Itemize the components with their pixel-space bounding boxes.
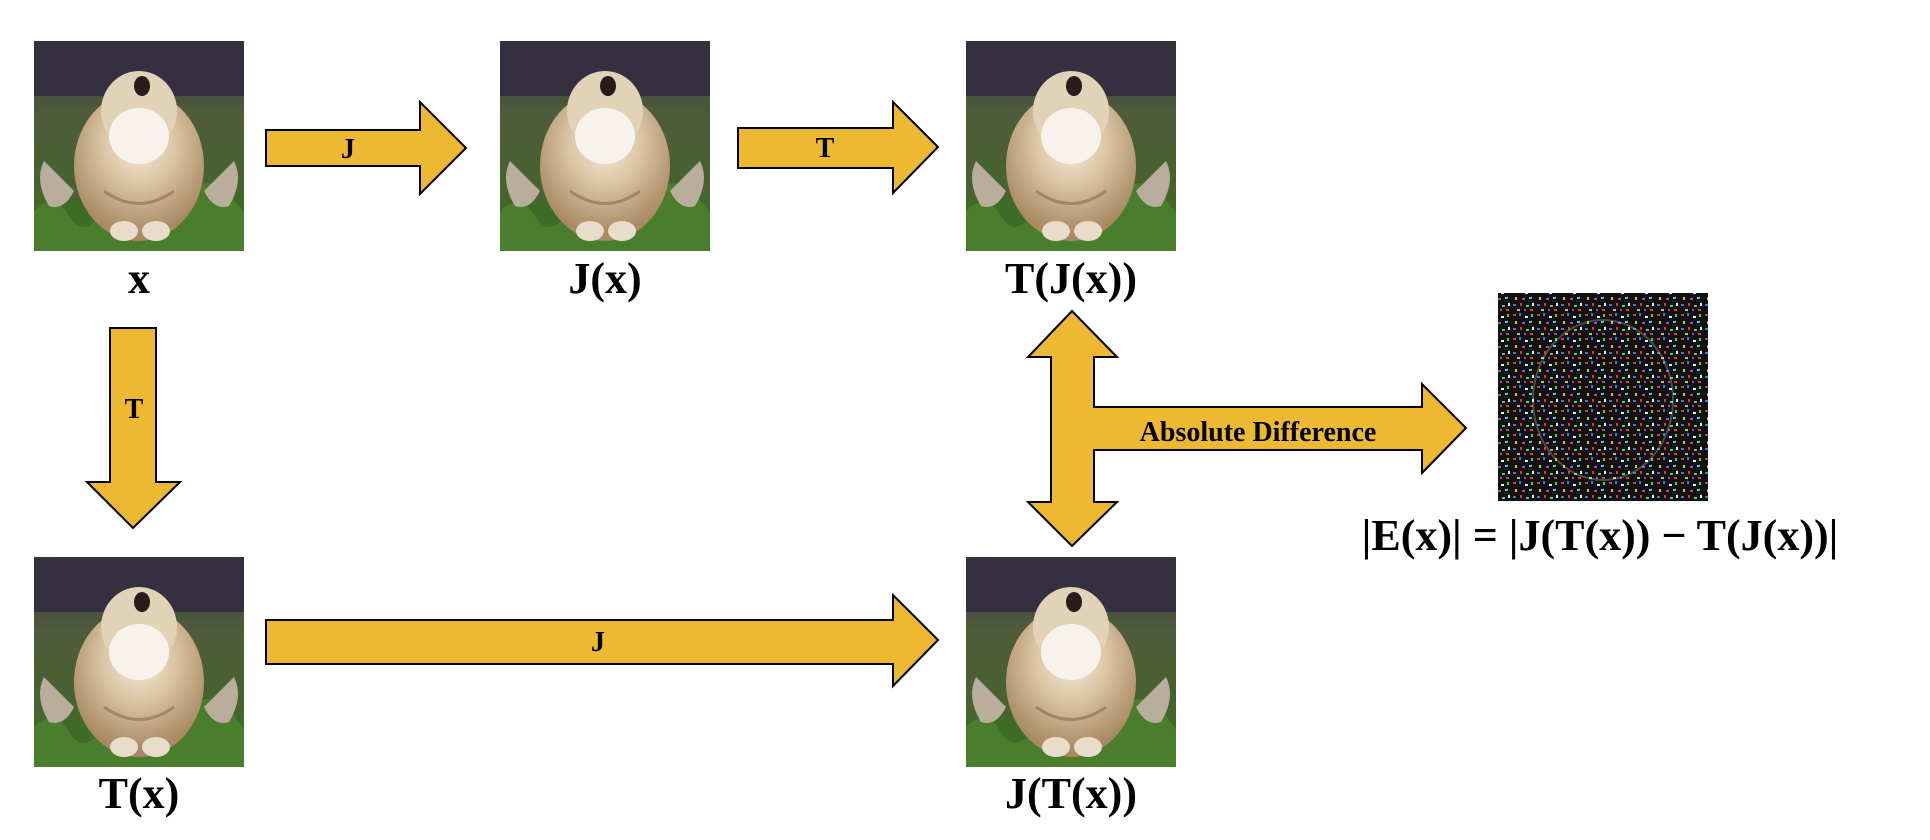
double-arrow-with-difference: Absolute Difference	[1025, 309, 1468, 548]
label-jtx: J(T(x))	[1005, 769, 1137, 818]
arrow-label-j: J	[341, 134, 355, 165]
image-x	[34, 41, 244, 251]
arrow-x-to-tx: T	[84, 327, 183, 530]
label-jx: J(x)	[568, 254, 641, 303]
arrow-label-t: T	[816, 133, 835, 164]
label-tx: T(x)	[99, 769, 180, 818]
error-equation: |E(x)| = |J(T(x)) − T(J(x))|	[1362, 511, 1839, 560]
arrow-x-to-jx: J	[265, 99, 468, 197]
image-tjx	[966, 41, 1176, 251]
image-jx	[500, 41, 710, 251]
arrow-jx-to-tjx: T	[737, 99, 940, 196]
image-tx	[34, 557, 244, 767]
arrow-label-j: J	[591, 627, 605, 658]
label-x: x	[128, 254, 150, 303]
image-error	[1498, 293, 1708, 501]
arrow-tx-to-jtx: J	[265, 592, 940, 689]
image-jtx	[966, 557, 1176, 767]
label-tjx: T(J(x))	[1005, 254, 1137, 303]
arrow-label-absolute-difference: Absolute Difference	[1140, 417, 1377, 448]
arrow-label-t: T	[125, 394, 144, 425]
